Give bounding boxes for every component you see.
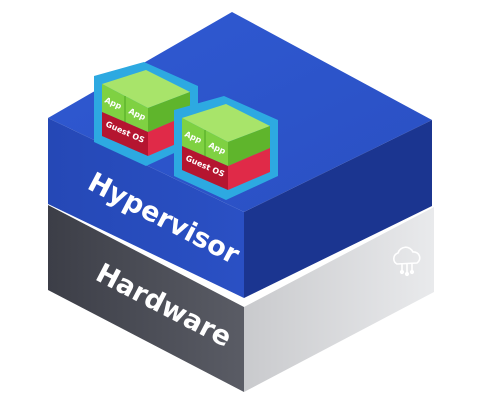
cloud-network-icon — [393, 246, 421, 277]
hardware-front-face — [48, 205, 244, 392]
hypervisor-side-face — [244, 120, 432, 298]
app-block-top — [182, 104, 270, 142]
guest-os-side — [228, 148, 270, 190]
guest-os-front — [182, 146, 228, 190]
app-block-side — [228, 126, 270, 166]
app-block-top — [102, 70, 190, 108]
guest-os-front — [102, 112, 148, 156]
vm-2: App App Guest OS — [174, 96, 278, 200]
app-block-side — [148, 92, 190, 132]
hypervisor-front-face — [48, 118, 244, 298]
hardware-side-face — [244, 207, 434, 392]
vm-1: App App Guest OS — [94, 62, 198, 166]
